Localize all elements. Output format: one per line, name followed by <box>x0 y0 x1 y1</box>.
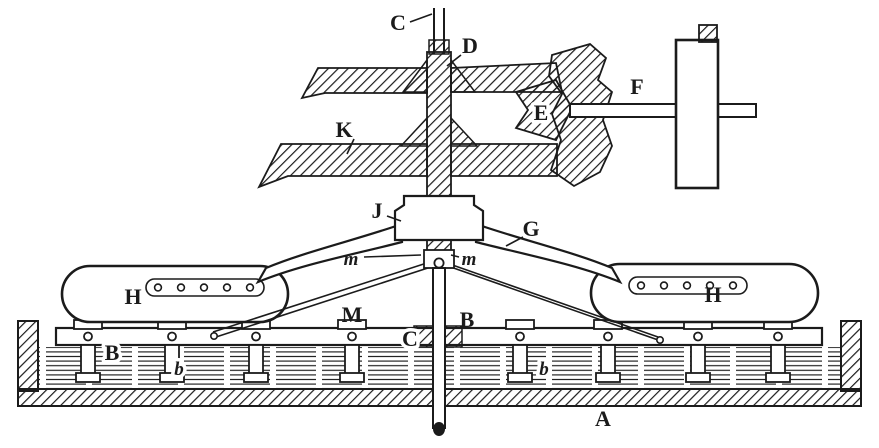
paddle-arm-right <box>474 222 623 285</box>
vertical-shaft <box>432 8 446 436</box>
rail-bracket <box>763 319 793 383</box>
tie-rod-right <box>440 260 664 344</box>
label-pivot-left: m <box>344 249 359 270</box>
labels: C D F E K J G m m H H M C B B b b A <box>101 10 721 435</box>
float-right <box>589 262 820 324</box>
leader-lines <box>346 13 524 258</box>
float-right-rivets <box>636 281 738 290</box>
lower-gear-left-arm <box>257 143 428 189</box>
label-bracket-left: b <box>174 359 184 380</box>
trough-right-wall <box>840 320 862 392</box>
label-upper-gear: D <box>462 33 478 58</box>
label-lower-gear: K <box>335 117 352 142</box>
label-float-left: H <box>124 284 141 309</box>
label-shaft-top: C <box>390 10 406 35</box>
lower-hub-flare <box>399 116 428 147</box>
bevel-pinion-gear <box>514 78 574 142</box>
label-float-right: H <box>704 282 721 307</box>
rail-bracket <box>73 319 103 383</box>
hub-collar <box>393 194 485 242</box>
pivot-block <box>423 249 455 269</box>
label-bevel-pinion: E <box>534 100 549 125</box>
drive-assembly <box>569 24 757 190</box>
tie-rod-left <box>210 260 438 340</box>
label-arm: G <box>522 216 539 241</box>
label-rail-center: M <box>342 302 363 327</box>
pulley-hub-nub <box>698 24 718 43</box>
trough-left-wall <box>17 320 39 392</box>
label-hub-collar: J <box>372 198 383 223</box>
label-bracket-right: b <box>539 359 549 380</box>
lower-gear-right-arm <box>450 143 558 177</box>
rail-bracket <box>505 319 535 383</box>
upper-gear-left-arm <box>300 67 428 100</box>
float-left <box>60 264 290 324</box>
label-pivot-right: m <box>462 249 477 270</box>
rail-brackets <box>73 319 793 383</box>
pivot-pin <box>433 257 445 269</box>
float-left-rivets <box>153 283 255 292</box>
label-trough: A <box>595 406 611 431</box>
pulley <box>674 38 720 190</box>
lower-hub-flare <box>450 116 479 147</box>
gear-assembly <box>257 39 614 253</box>
drive-shaft-bar <box>569 103 757 118</box>
label-shaft-lower: C <box>402 326 418 351</box>
label-drive-shaft: F <box>630 74 643 99</box>
shaft-foot <box>433 422 445 436</box>
label-bar-right: B <box>460 307 475 332</box>
paddle-arm-left <box>255 222 404 285</box>
rail-bracket <box>337 319 367 383</box>
label-bar-left: B <box>105 340 120 365</box>
hub-cap <box>428 39 450 55</box>
rail-bracket <box>593 319 623 383</box>
